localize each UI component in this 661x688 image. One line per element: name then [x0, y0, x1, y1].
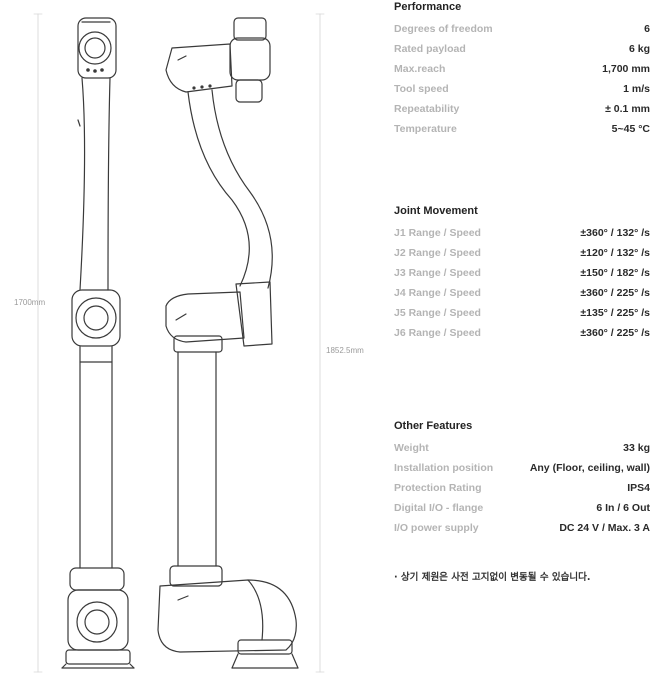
spec-value: ±120° / 132° /s	[580, 247, 650, 259]
performance-title: Performance	[394, 1, 462, 13]
width-dimension-label: 1852.5mm	[326, 346, 364, 355]
spec-label: Degrees of freedom	[394, 23, 493, 35]
spec-label: Weight	[394, 442, 429, 454]
spec-row: Digital I/O - flange 6 In / 6 Out	[394, 498, 650, 518]
spec-value: ±360° / 132° /s	[580, 227, 650, 239]
spec-label: Installation position	[394, 462, 494, 474]
other-features-title: Other Features	[394, 420, 473, 432]
height-dimension-label: 1700mm	[14, 298, 46, 307]
spec-row: J5 Range / Speed ±135° / 225° /s	[394, 303, 650, 323]
spec-label: J1 Range / Speed	[394, 227, 481, 239]
spec-value: 33 kg	[623, 442, 650, 454]
spec-label: J5 Range / Speed	[394, 307, 481, 319]
spec-row: Tool speed 1 m/s	[394, 79, 650, 99]
joint-movement-title: Joint Movement	[394, 205, 478, 217]
spec-label: Rated payload	[394, 43, 466, 55]
spec-row: Degrees of freedom 6	[394, 19, 650, 39]
spec-row: Installation position Any (Floor, ceiling…	[394, 458, 650, 478]
spec-row: I/O power supply DC 24 V / Max. 3 A	[394, 518, 650, 538]
spec-label: J4 Range / Speed	[394, 287, 481, 299]
spec-row: Weight 33 kg	[394, 438, 650, 458]
dimension-line-height	[33, 13, 43, 673]
spec-label: J3 Range / Speed	[394, 267, 481, 279]
spec-row: J6 Range / Speed ±360° / 225° /s	[394, 323, 650, 343]
spec-label: Temperature	[394, 123, 457, 135]
spec-value: ±360° / 225° /s	[580, 287, 650, 299]
dimension-line-width	[315, 13, 325, 673]
spec-row: Temperature 5~45 °C	[394, 119, 650, 139]
spec-value: Any (Floor, ceiling, wall)	[529, 462, 650, 474]
spec-label: J2 Range / Speed	[394, 247, 481, 259]
spec-value: ± 0.1 mm	[605, 103, 650, 115]
spec-value: ±135° / 225° /s	[580, 307, 650, 319]
spec-row: Protection Rating IPS4	[394, 478, 650, 498]
spec-label: I/O power supply	[394, 522, 479, 534]
spec-label: Tool speed	[394, 83, 449, 95]
spec-row: Repeatability ± 0.1 mm	[394, 99, 650, 119]
disclaimer-note: · 상기 제원은 사전 고지없이 변동될 수 있습니다.	[394, 572, 591, 583]
spec-value: IPS4	[627, 482, 650, 494]
spec-value: 6 In / 6 Out	[596, 502, 650, 514]
spec-value: 1 m/s	[623, 83, 650, 95]
spec-row: J2 Range / Speed ±120° / 132° /s	[394, 243, 650, 263]
spec-value: 6 kg	[628, 43, 650, 55]
spec-row: J1 Range / Speed ±360° / 132° /s	[394, 223, 650, 243]
spec-row: Rated payload 6 kg	[394, 39, 650, 59]
spec-value: 6	[644, 23, 650, 35]
spec-value: 5~45 °C	[611, 123, 650, 135]
spec-label: Repeatability	[394, 103, 460, 115]
robot-front-view	[61, 17, 135, 669]
spec-value: ±360° / 225° /s	[580, 327, 650, 339]
joint-movement-section: Joint Movement J1 Range / Speed ±360° / 1…	[394, 204, 650, 343]
spec-row: J4 Range / Speed ±360° / 225° /s	[394, 283, 650, 303]
spec-row: Max.reach 1,700 mm	[394, 59, 650, 79]
robot-side-view	[157, 17, 299, 669]
performance-section: Performance Degrees of freedom 6 Rated pa…	[394, 0, 650, 139]
spec-value: 1,700 mm	[602, 63, 650, 75]
spec-label: J6 Range / Speed	[394, 327, 481, 339]
spec-value: ±150° / 182° /s	[580, 267, 650, 279]
spec-label: Digital I/O - flange	[394, 502, 484, 514]
spec-label: Protection Rating	[394, 482, 482, 494]
spec-row: J3 Range / Speed ±150° / 182° /s	[394, 263, 650, 283]
spec-value: DC 24 V / Max. 3 A	[559, 522, 650, 534]
other-features-section: Other Features Weight 33 kg Installation …	[394, 419, 650, 538]
spec-label: Max.reach	[394, 63, 446, 75]
